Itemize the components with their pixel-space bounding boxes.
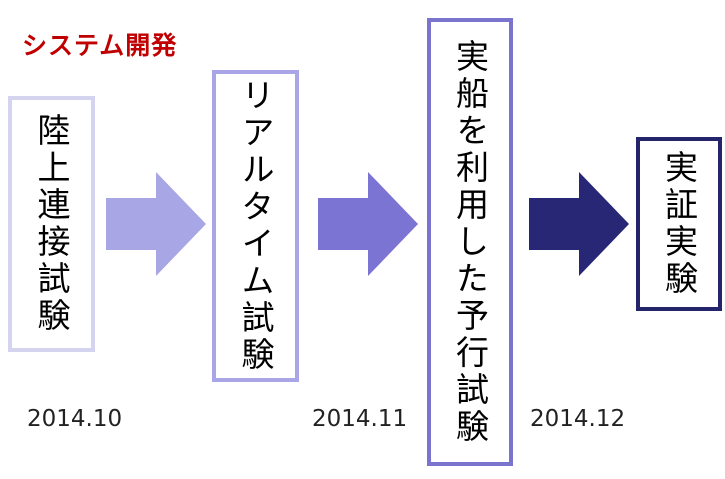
stage-label: 実船を利用した予行試験: [450, 38, 490, 446]
stage-label: 実証実験: [659, 150, 699, 298]
stage-box-demonstration-test: 実証実験: [636, 137, 722, 311]
stage-box-rehearsal-test: 実船を利用した予行試験: [427, 18, 513, 466]
date-label: 2014.12: [530, 406, 626, 432]
right-arrow-icon: [318, 172, 418, 276]
stage-box-realtime-test: リアルタイム試験: [212, 70, 299, 382]
date-label: 2014.11: [312, 406, 408, 432]
stage-label: 陸上連接試験: [32, 113, 71, 335]
arrow-shape: [529, 172, 629, 276]
right-arrow-icon: [529, 172, 629, 276]
right-arrow-icon: [106, 172, 206, 276]
arrow-shape: [106, 172, 206, 276]
diagram-title: システム開発: [22, 31, 178, 60]
arrow-shape: [318, 172, 418, 276]
stage-label: リアルタイム試験: [236, 78, 275, 374]
stage-box-land-connection-test: 陸上連接試験: [8, 96, 95, 352]
date-label: 2014.10: [27, 406, 123, 432]
